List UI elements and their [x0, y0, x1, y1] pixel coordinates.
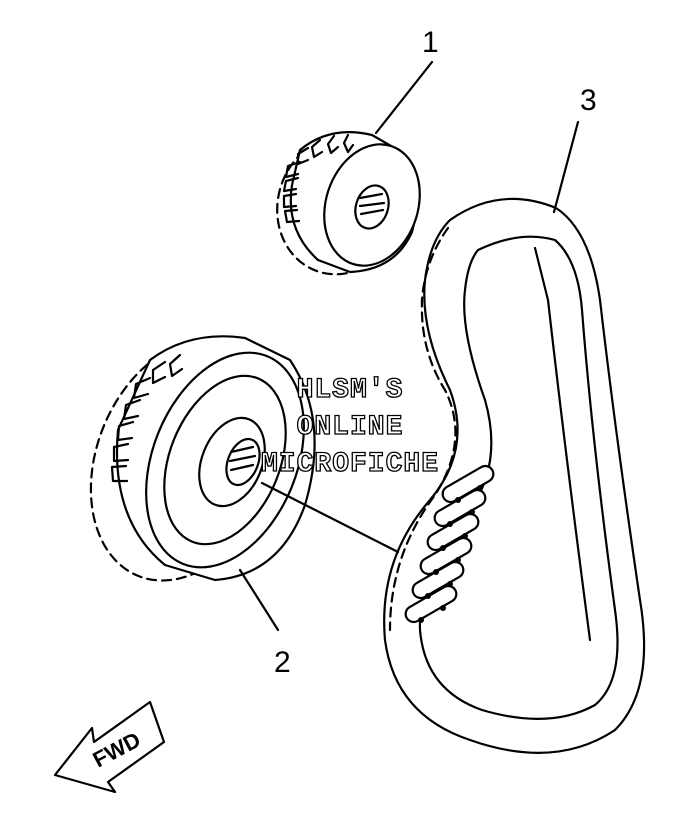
- leader-line-part-2-to-chain: [260, 481, 400, 554]
- leader-line-part-3: [552, 120, 580, 214]
- callout-1: 1: [422, 26, 439, 59]
- drive-chain: [383, 197, 646, 754]
- watermark-line-3: MICROFICHE: [261, 449, 439, 480]
- callout-3: 3: [580, 84, 597, 117]
- large-sprocket: [89, 335, 316, 582]
- leader-line-part-1: [374, 60, 434, 135]
- leader-lines: [238, 60, 580, 632]
- watermark-line-1: HLSM'S: [297, 375, 404, 406]
- callout-2: 2: [274, 646, 291, 679]
- forward-direction-arrow: FWD: [53, 700, 166, 794]
- small-sprocket-teeth: [282, 133, 355, 224]
- large-sprocket-teeth: [110, 353, 184, 483]
- chain-links: [404, 464, 495, 624]
- watermark: HLSM'S ONLINE MICROFICHE: [260, 374, 439, 480]
- small-sprocket: [276, 131, 421, 276]
- watermark-line-2: ONLINE: [297, 412, 404, 443]
- leader-line-part-2: [238, 568, 280, 632]
